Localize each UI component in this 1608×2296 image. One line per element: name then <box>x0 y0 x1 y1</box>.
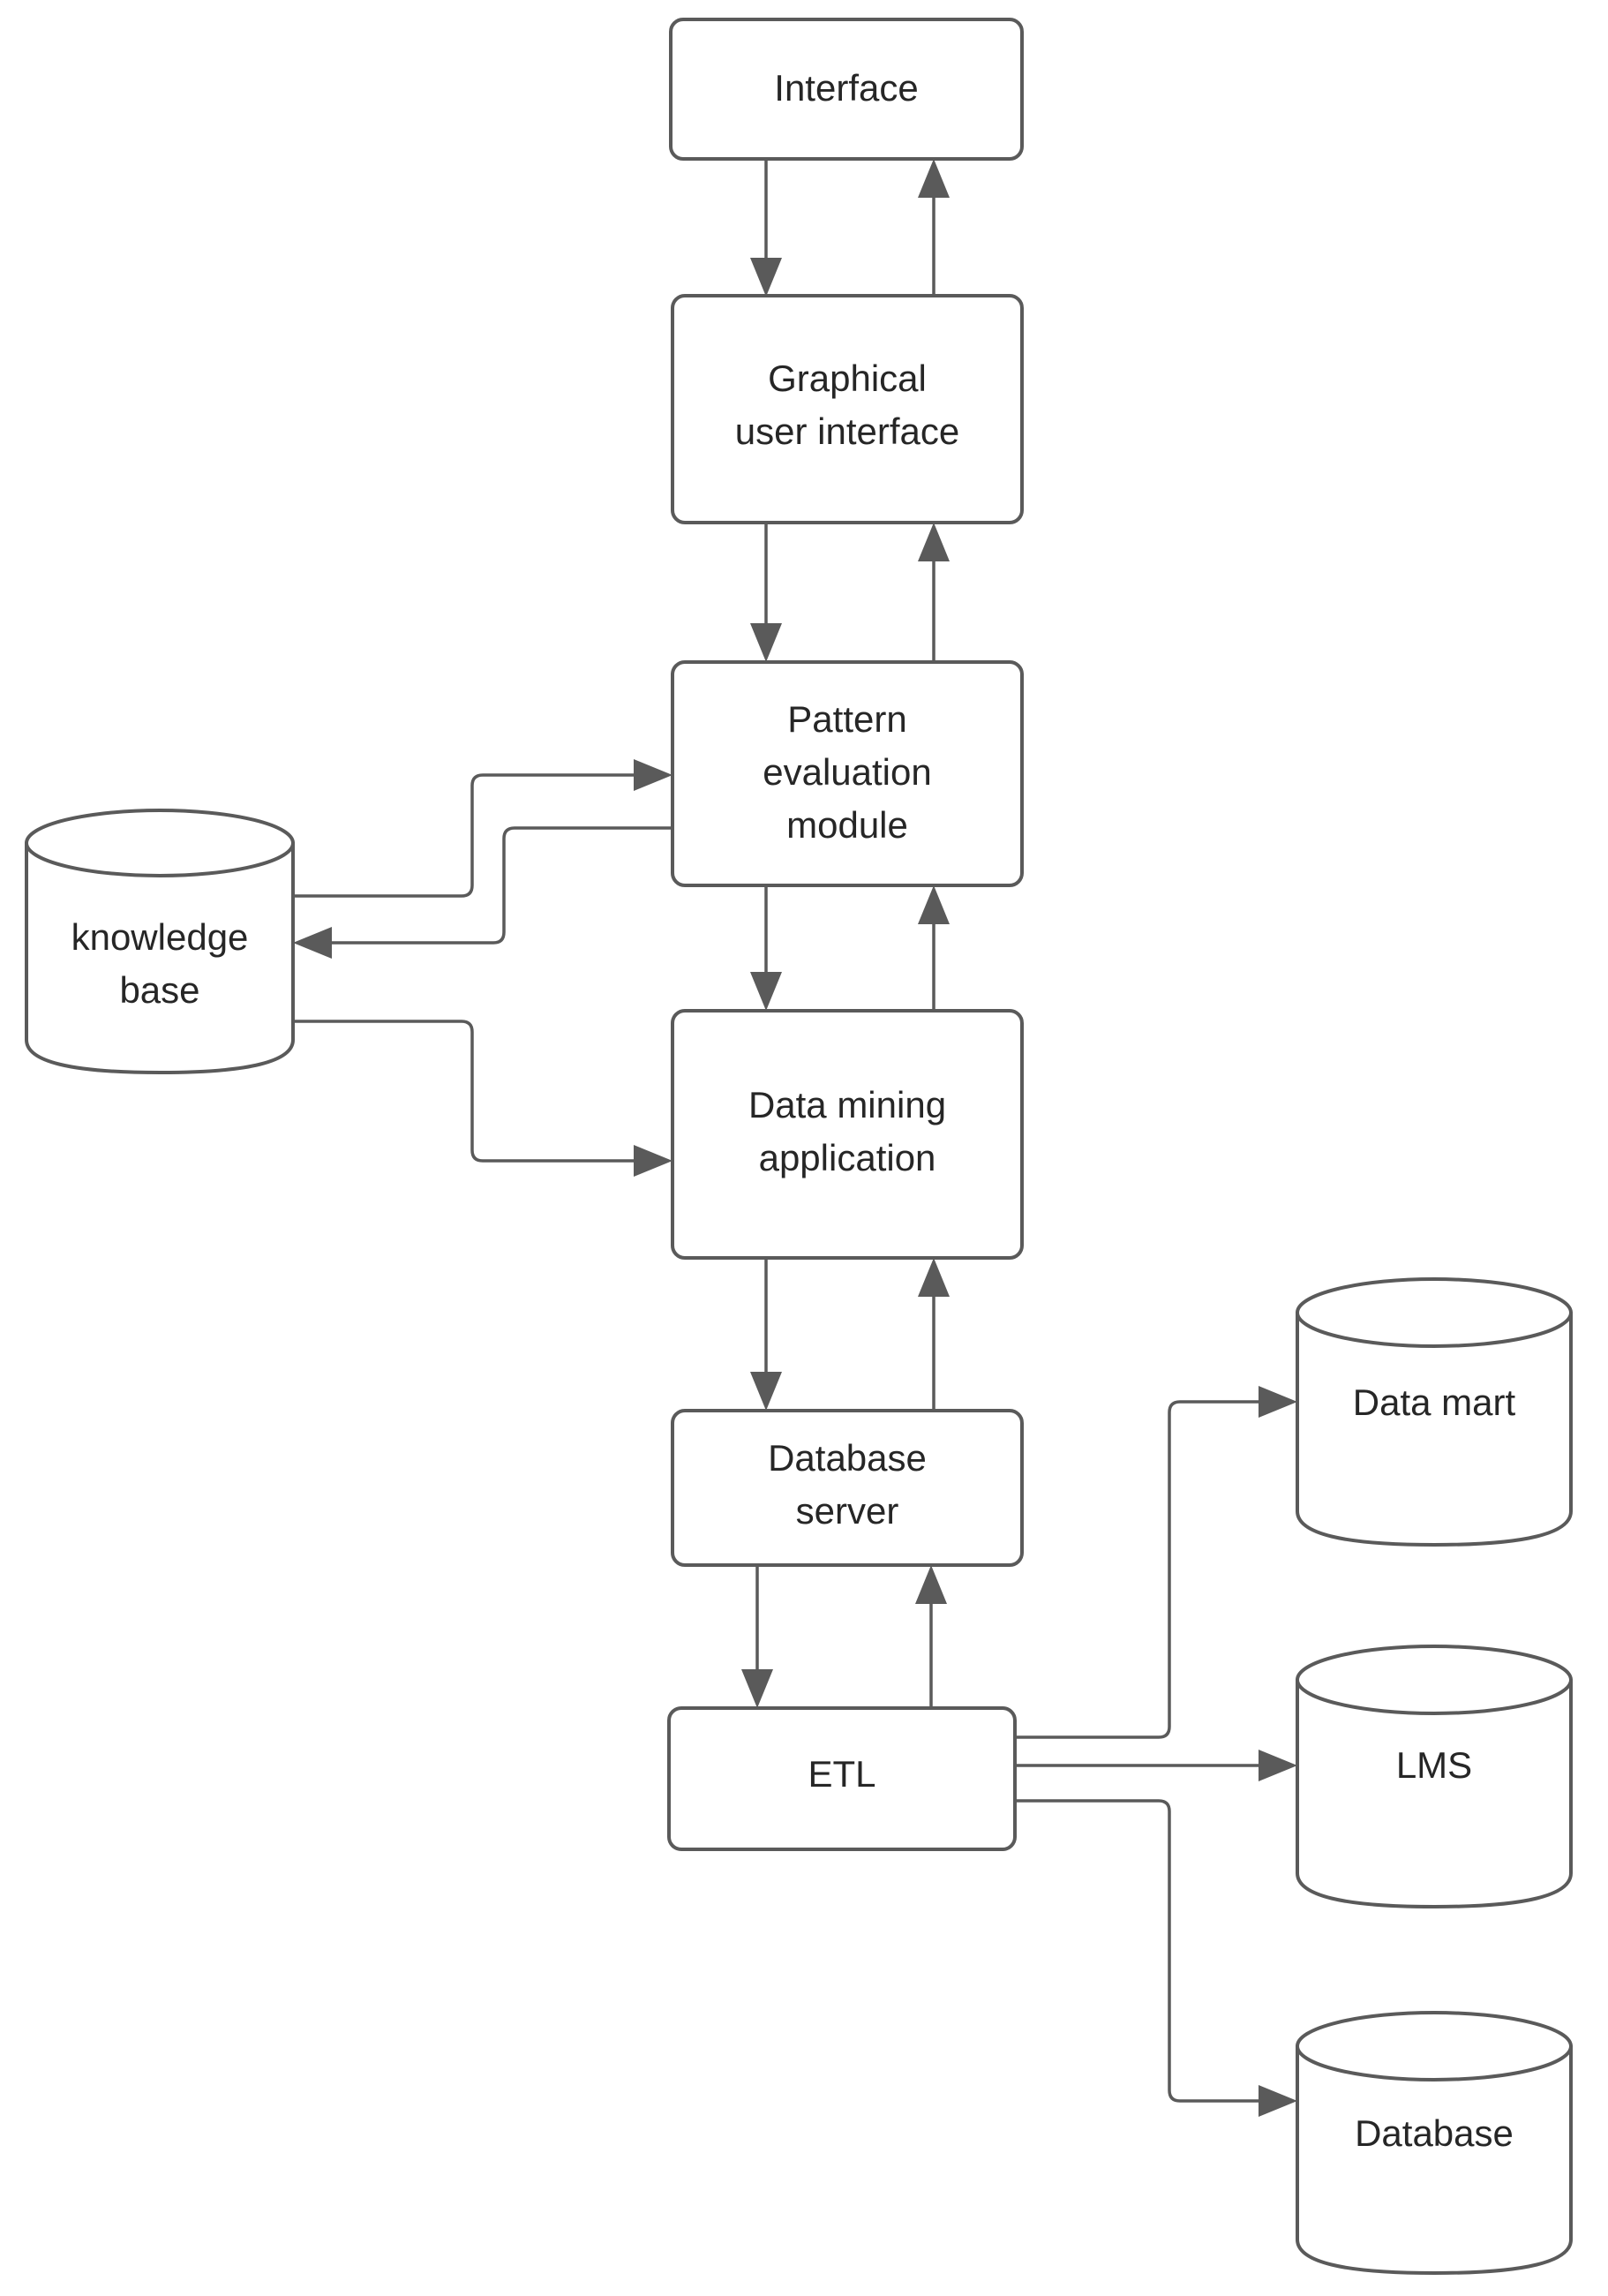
database-server-label-line2: server <box>796 1490 899 1532</box>
node-data-mart[interactable]: Data mart <box>1296 1277 1573 1547</box>
node-graphical-user-interface[interactable]: Graphical user interface <box>671 294 1024 524</box>
node-interface[interactable]: Interface <box>669 18 1024 161</box>
edge-knowledgebase-to-datamining <box>293 1020 673 1177</box>
arrow-head-up <box>918 159 950 198</box>
edge-knowledgebase-to-pattern <box>293 759 673 898</box>
edge-databaseserver-to-etl <box>741 1565 773 1708</box>
edge-pattern-to-knowledgebase <box>293 826 673 959</box>
arrow-head-right <box>634 759 673 791</box>
node-data-mining-application[interactable]: Data mining application <box>671 1009 1024 1260</box>
database-cylinder-body[interactable] <box>1296 2044 1573 2275</box>
edge-etl-to-datamart <box>1015 1386 1297 1739</box>
pattern-label-line2: evaluation <box>763 751 931 793</box>
interface-label: Interface <box>774 67 918 109</box>
arrow-head-left <box>293 927 332 959</box>
arrow-head-down <box>750 623 782 662</box>
node-knowledge-base[interactable]: knowledge base <box>25 809 295 1074</box>
gui-label-line1: Graphical <box>768 358 927 399</box>
lms-label: LMS <box>1396 1744 1472 1786</box>
arrow-head-down <box>741 1669 773 1708</box>
edge-gui-to-interface <box>918 159 950 296</box>
edge-etl-to-lms <box>1015 1750 1297 1781</box>
gui-box[interactable] <box>671 294 1024 524</box>
etl-label: ETL <box>808 1753 875 1795</box>
node-etl[interactable]: ETL <box>667 1706 1017 1851</box>
arrow-head-right <box>1259 2085 1297 2117</box>
etl-box[interactable] <box>667 1706 1017 1851</box>
knowledge-base-label-line2: base <box>119 969 199 1011</box>
arrow-head-down <box>750 972 782 1011</box>
edge-pattern-to-datamining <box>750 885 782 1011</box>
data-mart-label: Data mart <box>1353 1381 1516 1423</box>
database-server-label-line1: Database <box>768 1437 927 1479</box>
edge-datamining-to-databaseserver <box>750 1258 782 1411</box>
pattern-evaluation-module-box[interactable] <box>671 660 1024 887</box>
arrow-head-down <box>750 258 782 297</box>
database-label: Database <box>1355 2112 1514 2154</box>
data-mining-label-line1: Data mining <box>748 1084 946 1125</box>
arrow-head-down <box>750 1372 782 1411</box>
arrow-head-right <box>1259 1750 1297 1781</box>
node-database-server[interactable]: Database server <box>671 1409 1024 1567</box>
arrow-head-up <box>918 885 950 924</box>
connector-layer <box>293 159 1297 2117</box>
pattern-label-line1: Pattern <box>787 698 906 740</box>
knowledge-base-cylinder-body[interactable] <box>25 841 295 1074</box>
arrow-head-up <box>918 523 950 561</box>
edge-pattern-to-gui <box>918 523 950 662</box>
data-mart-cylinder-body[interactable] <box>1296 1311 1573 1547</box>
arrow-head-up <box>918 1258 950 1297</box>
node-lms[interactable]: LMS <box>1296 1645 1573 1908</box>
edge-etl-to-databaseserver <box>915 1565 947 1708</box>
lms-cylinder-body[interactable] <box>1296 1678 1573 1908</box>
edge-databaseserver-to-datamining <box>918 1258 950 1411</box>
database-server-box[interactable] <box>671 1409 1024 1567</box>
arrow-head-right <box>634 1145 673 1177</box>
data-mining-label-line2: application <box>759 1137 936 1178</box>
node-database[interactable]: Database <box>1296 2011 1573 2275</box>
edge-datamining-to-pattern <box>918 885 950 1011</box>
edge-gui-to-pattern <box>750 523 782 662</box>
gui-label-line2: user interface <box>735 410 959 452</box>
lms-cylinder-top <box>1296 1645 1573 1715</box>
data-mart-cylinder-top <box>1296 1277 1573 1348</box>
database-cylinder-top <box>1296 2011 1573 2081</box>
knowledge-base-cylinder-top <box>25 809 295 877</box>
edge-interface-to-gui <box>750 159 782 297</box>
pattern-label-line3: module <box>786 804 908 846</box>
edge-etl-to-database <box>1015 1799 1297 2117</box>
knowledge-base-label-line1: knowledge <box>71 916 249 958</box>
arrow-head-up <box>915 1565 947 1604</box>
node-pattern-evaluation-module[interactable]: Pattern evaluation module <box>671 660 1024 887</box>
interface-box[interactable] <box>669 18 1024 161</box>
arrow-head-right <box>1259 1386 1297 1418</box>
data-mining-application-box[interactable] <box>671 1009 1024 1260</box>
